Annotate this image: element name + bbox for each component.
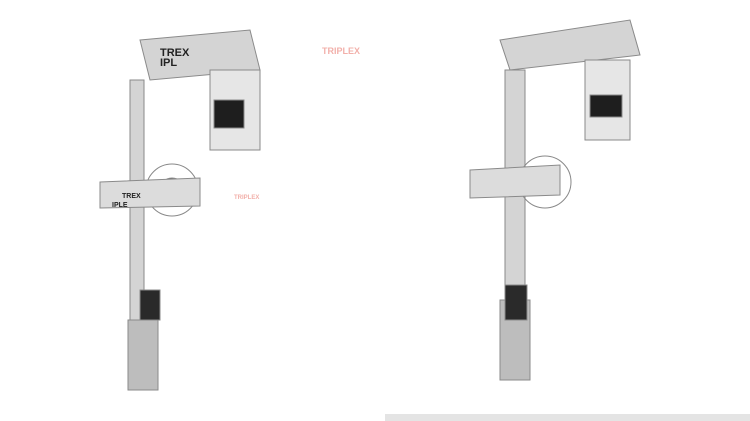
left-fork — [99, 29, 261, 391]
logo-triplex-upper: TRIPLEX — [322, 46, 360, 56]
left-fork-dark-band — [213, 99, 245, 129]
logo-triplex-lower: TRIPLEX — [234, 195, 259, 201]
logo-trex-top: TREX — [160, 47, 190, 59]
left-fork-mid-crown — [99, 177, 201, 209]
left-fork-lower — [127, 319, 159, 391]
right-fork-crown — [499, 19, 641, 71]
right-fork-dropout — [504, 284, 528, 321]
bottom-strip — [385, 414, 750, 421]
logo-trex-mid: TREX — [122, 193, 141, 200]
left-fork-dropout — [139, 289, 161, 321]
logo-ipl-top: IPL — [160, 57, 177, 69]
right-fork-dark-band — [589, 94, 623, 118]
logo-iple-mid: IPLE — [112, 202, 128, 209]
right-fork-mid-crown — [469, 164, 561, 199]
right-fork — [469, 19, 641, 381]
